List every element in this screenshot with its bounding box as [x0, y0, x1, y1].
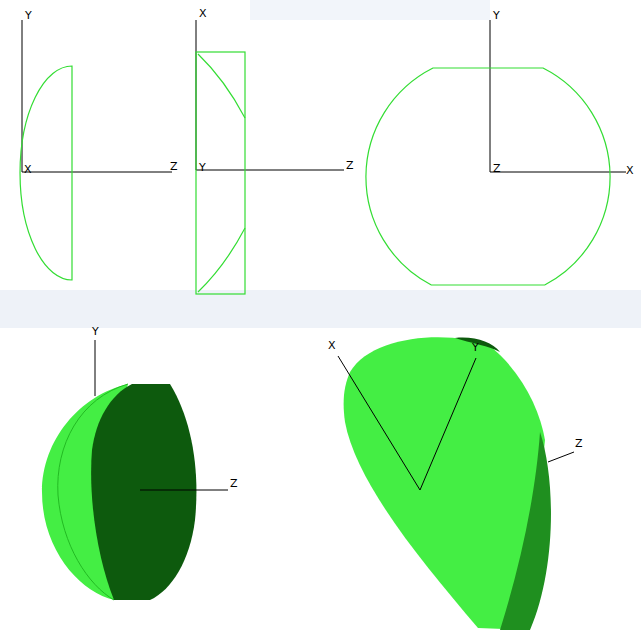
axis-label: X: [199, 8, 207, 19]
solid-render: [42, 340, 228, 600]
axis-label: Z: [493, 163, 501, 174]
side-view: [20, 20, 172, 280]
front-view: [366, 20, 626, 285]
axis-label: Y: [493, 10, 500, 21]
axis-label: Y: [472, 342, 479, 353]
watermark-band: [0, 290, 641, 328]
axis-label: Y: [25, 10, 32, 21]
axis-label: Z: [230, 478, 238, 489]
axis-label: X: [328, 340, 336, 351]
top-view: [196, 20, 344, 294]
solid-render: [338, 337, 574, 630]
watermark-band: [250, 0, 490, 20]
axis-label: Z: [575, 438, 583, 449]
axis-label: Z: [346, 160, 354, 171]
axis-label: Y: [199, 162, 206, 173]
axis-label: X: [24, 164, 32, 175]
axis-label: Y: [92, 326, 99, 337]
axis-label: Z: [170, 161, 178, 172]
axis-label: X: [626, 165, 634, 176]
